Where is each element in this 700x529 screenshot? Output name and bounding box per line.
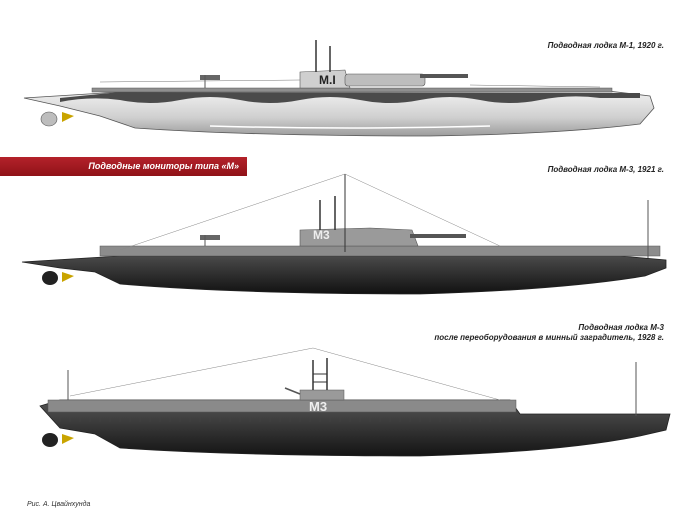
section-banner: Подводные мониторы типа «М» (0, 157, 247, 176)
caption-m3-1928-line2: после переоборудования в минный заградит… (434, 333, 664, 342)
caption-m3-1928-line1: Подводная лодка М-3 (578, 323, 664, 332)
caption-m1: Подводная лодка М-1, 1920 г. (547, 41, 664, 50)
hull-marking-m3-1928: M3 (309, 399, 327, 414)
hull-marking-m1: M.I (319, 73, 336, 87)
caption-m3-1921: Подводная лодка М-3, 1921 г. (547, 165, 664, 174)
hull-marking-m3-1921: M3 (313, 228, 330, 242)
submarine-m3-1928-drawing: M3 (39, 347, 671, 457)
submarine-m3-1921-drawing: M3 (21, 173, 667, 295)
banner-title: Подводные мониторы типа «М» (88, 161, 239, 171)
illustration-credit: Рис. А. Цвайнхунда (27, 501, 91, 508)
submarine-m1-drawing: M.I (23, 40, 655, 137)
